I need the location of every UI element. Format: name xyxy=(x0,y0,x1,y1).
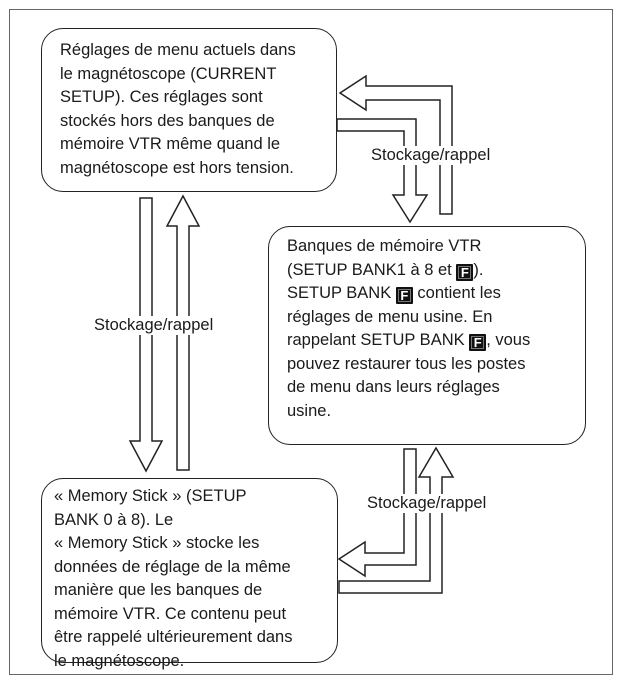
memory-stick-line: mémoire VTR. Ce contenu peut xyxy=(54,604,287,623)
vtr-memory-line: pouvez restaurer tous les postes xyxy=(287,354,526,373)
label-store-recall-left: Stockage/rappel xyxy=(94,316,214,335)
memory-stick-line: le magnétoscope. xyxy=(54,651,185,670)
current-setup-line: stockés hors des banques de xyxy=(60,111,275,130)
current-setup-line: Réglages de menu actuels dans xyxy=(60,41,296,59)
memory-stick-box: « Memory Stick » (SETUP BANK 0 à 8). Le … xyxy=(41,478,338,670)
arrow-left-down xyxy=(128,197,164,473)
arrow-vtr-to-top xyxy=(338,74,453,215)
vtr-memory-line: réglages de menu usine. En xyxy=(287,307,493,326)
current-setup-box: Réglages de menu actuels dans le magnéto… xyxy=(41,28,337,192)
diagram-frame xyxy=(9,9,613,675)
current-setup-line: magnétoscope est hors tension. xyxy=(60,158,294,177)
f-bank-badge: F xyxy=(469,334,487,351)
vtr-memory-line: usine. xyxy=(287,401,332,420)
current-setup-line: SETUP). Ces réglages sont xyxy=(60,88,263,106)
f-bank-badge: F xyxy=(456,263,474,281)
arrow-top-to-vtr xyxy=(336,118,429,224)
memory-stick-line: « Memory Stick » stocke les xyxy=(54,534,260,552)
vtr-memory-line: Banques de mémoire VTR xyxy=(287,237,482,255)
vtr-memory-line: rappelant SETUP BANK F, vous xyxy=(287,331,531,351)
memory-stick-line: données de réglage de la même xyxy=(54,557,291,576)
current-setup-line: mémoire VTR même quand le xyxy=(60,135,281,153)
memory-stick-line: « Memory Stick » (SETUP xyxy=(54,487,247,505)
arrow-left-up xyxy=(165,194,201,471)
vtr-memory-box: Banques de mémoire VTR (SETUP BANK1 à 8 … xyxy=(268,226,586,445)
vtr-memory-line: (SETUP BANK1 à 8 et F). xyxy=(287,260,484,281)
vtr-memory-line: de menu dans leurs réglages xyxy=(287,378,500,396)
memory-stick-line: BANK 0 à 8). Le xyxy=(54,510,174,529)
label-store-recall-top: Stockage/rappel xyxy=(371,146,491,165)
memory-stick-line: être rappelé ultérieurement dans xyxy=(54,628,293,646)
label-store-recall-bottom: Stockage/rappel xyxy=(367,494,487,513)
vtr-memory-line: SETUP BANK F contient les xyxy=(287,284,501,304)
memory-stick-line: manière que les banques de xyxy=(54,581,263,599)
current-setup-line: le magnétoscope (CURRENT xyxy=(60,64,277,83)
f-bank-badge: F xyxy=(395,287,413,304)
arrow-ms-to-vtr xyxy=(338,446,455,594)
